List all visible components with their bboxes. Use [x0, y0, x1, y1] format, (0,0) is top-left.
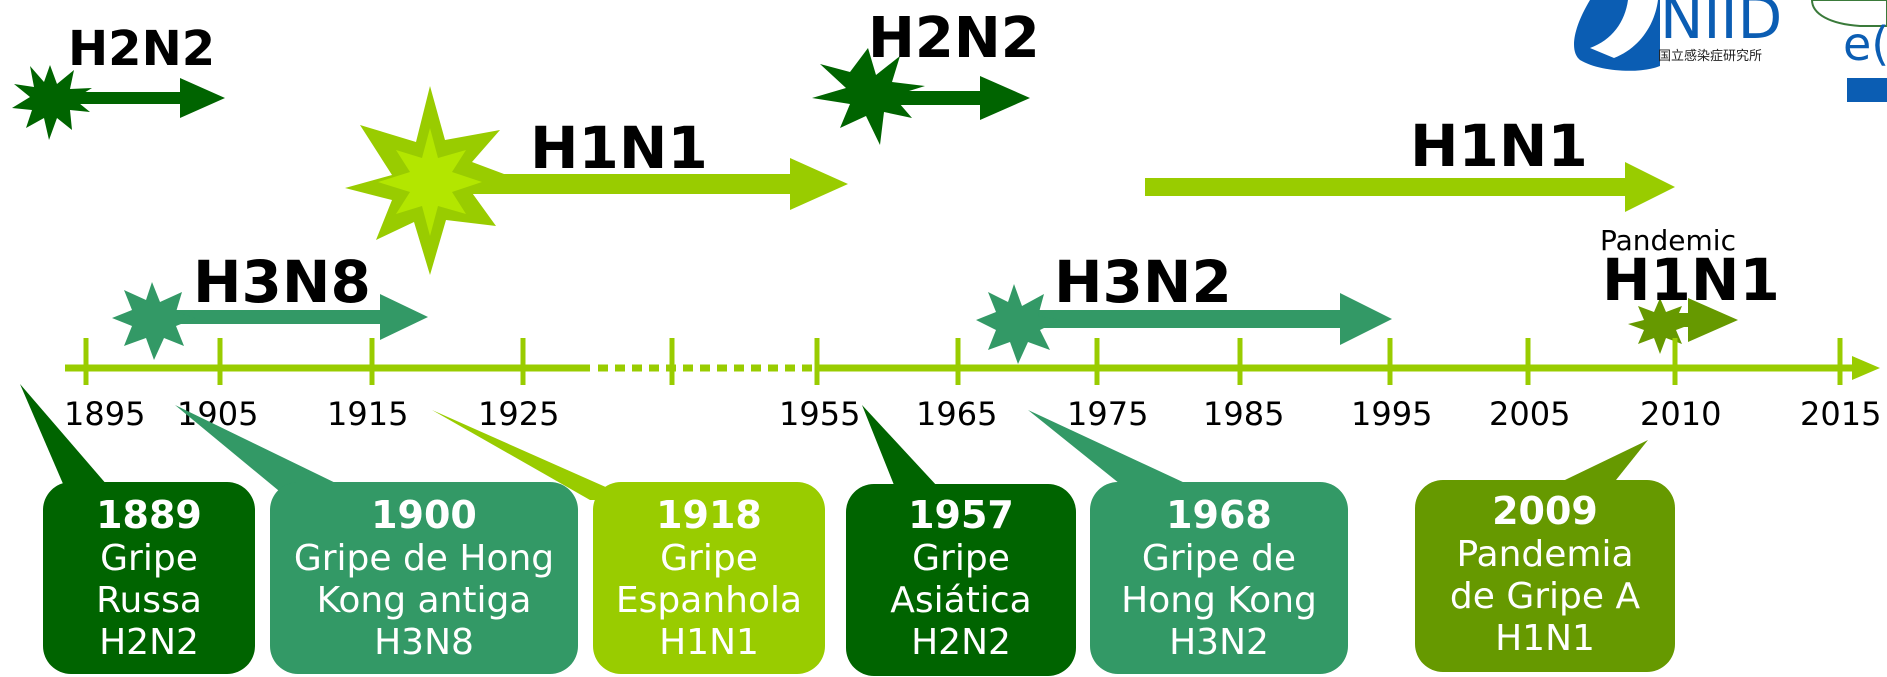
- event-line: Asiática: [890, 580, 1031, 621]
- outbreak-burst-icon: [812, 48, 925, 145]
- niid-logo: NIID 国立感染症研究所: [1574, 0, 1782, 71]
- strain-label-h3n8-1900: H3N8: [193, 248, 371, 316]
- event-line: Gripe: [100, 538, 198, 579]
- tick-label: 1925: [478, 395, 559, 433]
- niid-subtitle: 国立感染症研究所: [1658, 48, 1762, 64]
- event-callout-1889: 1889 Gripe Russa H2N2: [20, 384, 255, 674]
- event-line: Gripe de Hong: [294, 538, 554, 579]
- strain-label-h1n1-1918: H1N1: [530, 114, 708, 182]
- event-callout-1957: 1957 Gripe Asiática H2N2: [846, 405, 1076, 676]
- h1n1-1977-arrow: [1145, 162, 1675, 212]
- event-line: Russa: [96, 580, 202, 621]
- event-year: 1968: [1166, 493, 1272, 537]
- event-line: H3N2: [1169, 622, 1269, 663]
- tick-label: 2010: [1640, 395, 1721, 433]
- strain-label-h1n1-1977: H1N1: [1410, 112, 1588, 180]
- event-line: Gripe de: [1142, 538, 1296, 579]
- h3n2-1968-arrow: [976, 284, 1392, 364]
- event-line: H1N1: [1495, 618, 1595, 659]
- axis-arrowhead-icon: [1852, 356, 1880, 380]
- tick-label: 1955: [779, 395, 860, 433]
- strain-label-h1n1-2009: H1N1: [1602, 246, 1780, 314]
- event-year: 1957: [908, 493, 1014, 537]
- strain-label-h2n2-1889: H2N2: [68, 21, 215, 77]
- event-line: H1N1: [659, 622, 759, 663]
- event-line: Kong antiga: [317, 580, 532, 621]
- tick-label: 1895: [64, 395, 145, 433]
- event-callout-2009: 2009 Pandemia de Gripe A H1N1: [1415, 440, 1675, 672]
- tick-label: 2005: [1489, 395, 1570, 433]
- outbreak-burst-icon: [976, 284, 1060, 364]
- event-year: 1918: [656, 493, 762, 537]
- pandemic-label: Pandemic: [1600, 224, 1736, 257]
- strain-label-h3n2-1968: H3N2: [1054, 248, 1232, 316]
- event-line: H3N8: [374, 622, 474, 663]
- event-callout-1918: 1918 Gripe Espanhola H1N1: [432, 410, 825, 674]
- tick-label: 1975: [1067, 395, 1148, 433]
- event-callout-1900: 1900 Gripe de Hong Kong antiga H3N8: [175, 405, 578, 674]
- niid-swoosh-icon: [1574, 0, 1660, 71]
- ecdc-globe-icon: [1810, 0, 1887, 27]
- event-year: 2009: [1492, 489, 1598, 533]
- h3n8-1900-arrow: [112, 282, 428, 360]
- h1n1-1918-arrow: [345, 86, 848, 275]
- event-year: 1900: [371, 493, 477, 537]
- tick-label: 1965: [916, 395, 997, 433]
- tick-label: 2015: [1800, 395, 1881, 433]
- h2n2-1889-arrow: [12, 65, 225, 140]
- event-line: de Gripe A: [1450, 576, 1641, 617]
- event-line: Gripe: [660, 538, 758, 579]
- ecdc-logo-text: e(: [1843, 17, 1887, 71]
- strain-label-h2n2-1957: H2N2: [868, 6, 1040, 71]
- tick-label: 1995: [1351, 395, 1432, 433]
- axis-tick-labels: 1895 1905 1915 1925 1955 1965 1975 1985 …: [64, 395, 1881, 433]
- tick-label: 1985: [1203, 395, 1284, 433]
- outbreak-burst-icon: [12, 65, 92, 140]
- event-line: H2N2: [911, 622, 1011, 663]
- event-line: H2N2: [99, 622, 199, 663]
- eu-flag-icon: [1847, 78, 1887, 102]
- outbreak-burst-icon: [112, 282, 196, 360]
- event-year: 1889: [96, 493, 202, 537]
- tick-label: 1915: [327, 395, 408, 433]
- event-callout-1968: 1968 Gripe de Hong Kong H3N2: [1028, 410, 1348, 674]
- ecdc-logo: e(: [1810, 0, 1887, 102]
- niid-logo-text: NIID: [1660, 0, 1782, 52]
- event-line: Espanhola: [616, 580, 802, 621]
- event-line: Pandemia: [1456, 534, 1633, 575]
- event-line: Gripe: [912, 538, 1010, 579]
- timeline-axis: [65, 338, 1880, 385]
- event-line: Hong Kong: [1121, 580, 1317, 621]
- h2n2-1957-arrow: [812, 48, 1030, 145]
